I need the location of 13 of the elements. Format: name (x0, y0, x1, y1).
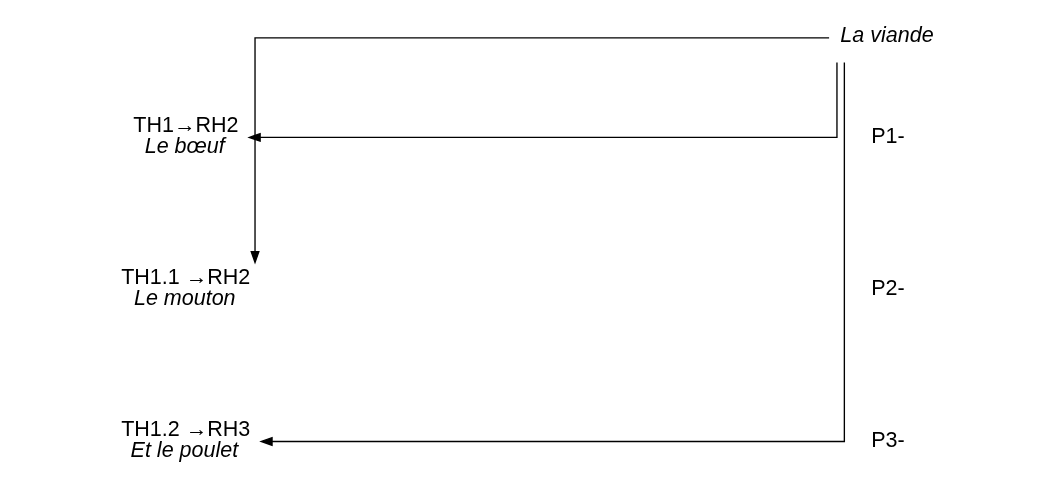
node-text: La viande (840, 22, 934, 47)
node-label: Et le poulet (130, 438, 239, 463)
label: P2- (871, 275, 905, 300)
arrow (247, 61, 838, 143)
node-label: Le mouton (133, 286, 236, 311)
node-text: TH1.2 →RH3 (121, 416, 251, 441)
arrow (250, 37, 830, 265)
node-text: TH1.1 →RH2 (121, 264, 251, 289)
arrow (259, 61, 846, 447)
node-text: TH1→RH2 (133, 112, 239, 137)
label: P3- (871, 427, 905, 452)
node-label: Le bœuf (144, 134, 225, 159)
label: P1- (871, 123, 905, 148)
